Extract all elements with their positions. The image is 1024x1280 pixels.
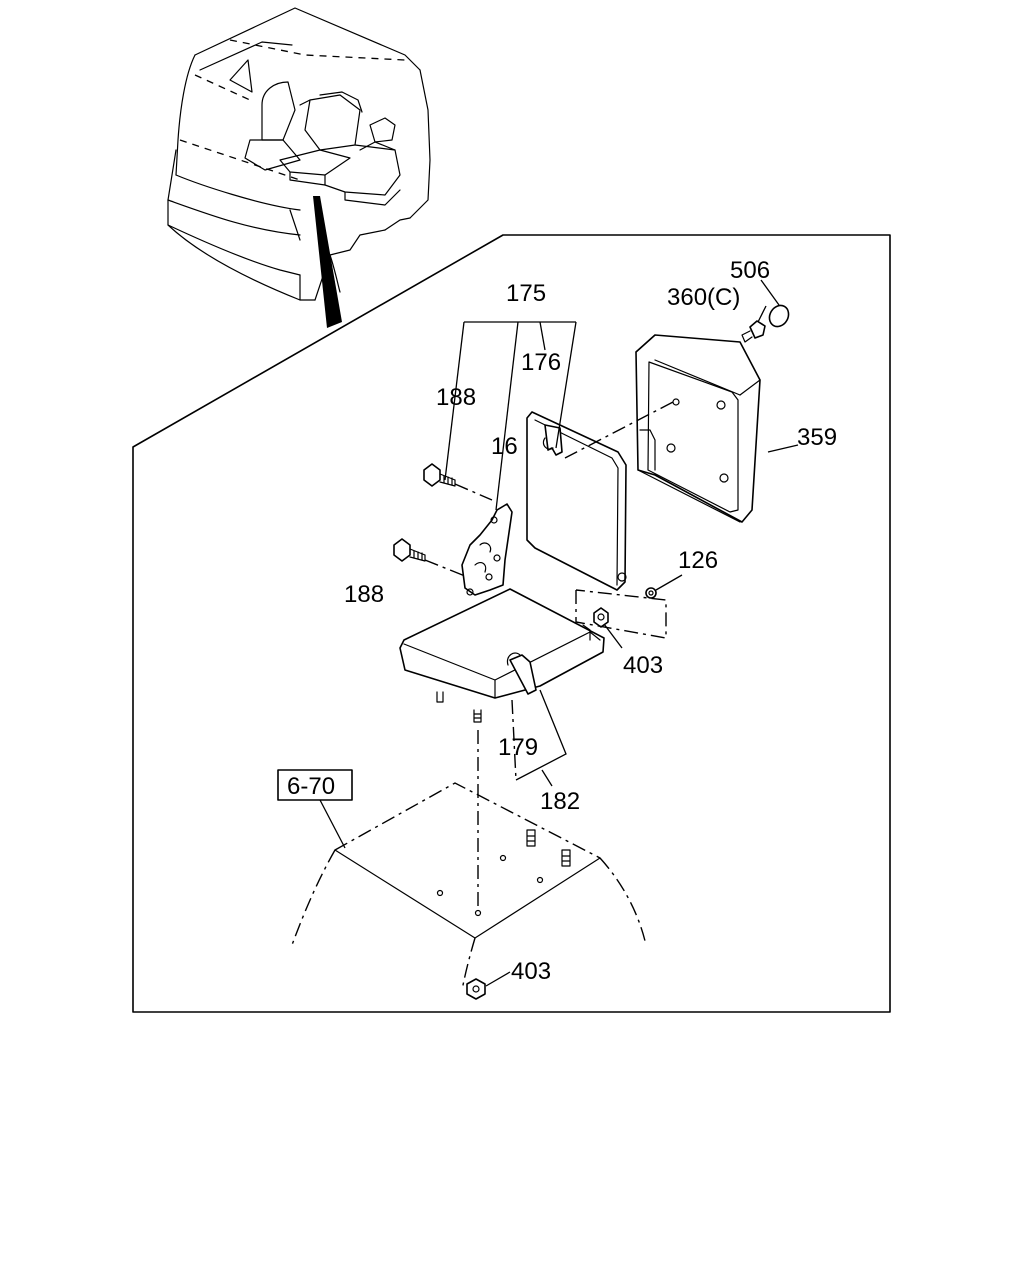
assembly-lines [424, 401, 674, 910]
callout-188-top: 188 [436, 384, 476, 411]
leader-lines [319, 279, 799, 987]
nut-403-bottom [466, 978, 486, 1000]
hinge-bracket-part [461, 503, 513, 596]
seat-cushion-part [399, 588, 605, 723]
washer-126 [645, 587, 657, 599]
callout-16: 16 [491, 433, 518, 460]
nut-403-right [593, 607, 609, 628]
rear-cover-part [635, 334, 761, 523]
detail-frame [132, 234, 891, 1013]
screw-360c [741, 320, 766, 343]
console-body [291, 782, 647, 991]
callout-126: 126 [678, 547, 718, 574]
callout-labels: 506 360(C) 175 176 188 16 359 188 126 40… [344, 257, 837, 985]
callout-182: 182 [540, 788, 580, 815]
callout-403-bottom: 403 [511, 958, 551, 985]
callout-403-right: 403 [623, 652, 663, 679]
callout-359: 359 [797, 424, 837, 451]
cap-506 [768, 304, 790, 328]
callout-175: 175 [506, 280, 546, 307]
callout-179: 179 [498, 734, 538, 761]
bolt-188-bottom [393, 538, 426, 562]
callout-360c: 360(C) [667, 284, 740, 311]
bolt-188-top [423, 463, 456, 487]
callout-506: 506 [730, 257, 770, 284]
callout-176: 176 [521, 349, 561, 376]
callout-188-bottom: 188 [344, 581, 384, 608]
cab-overview-illustration [167, 7, 431, 328]
backrest-panel-part [526, 411, 627, 591]
reference-box[interactable]: 6-70 [277, 769, 353, 801]
reference-box-label: 6-70 [287, 773, 335, 800]
